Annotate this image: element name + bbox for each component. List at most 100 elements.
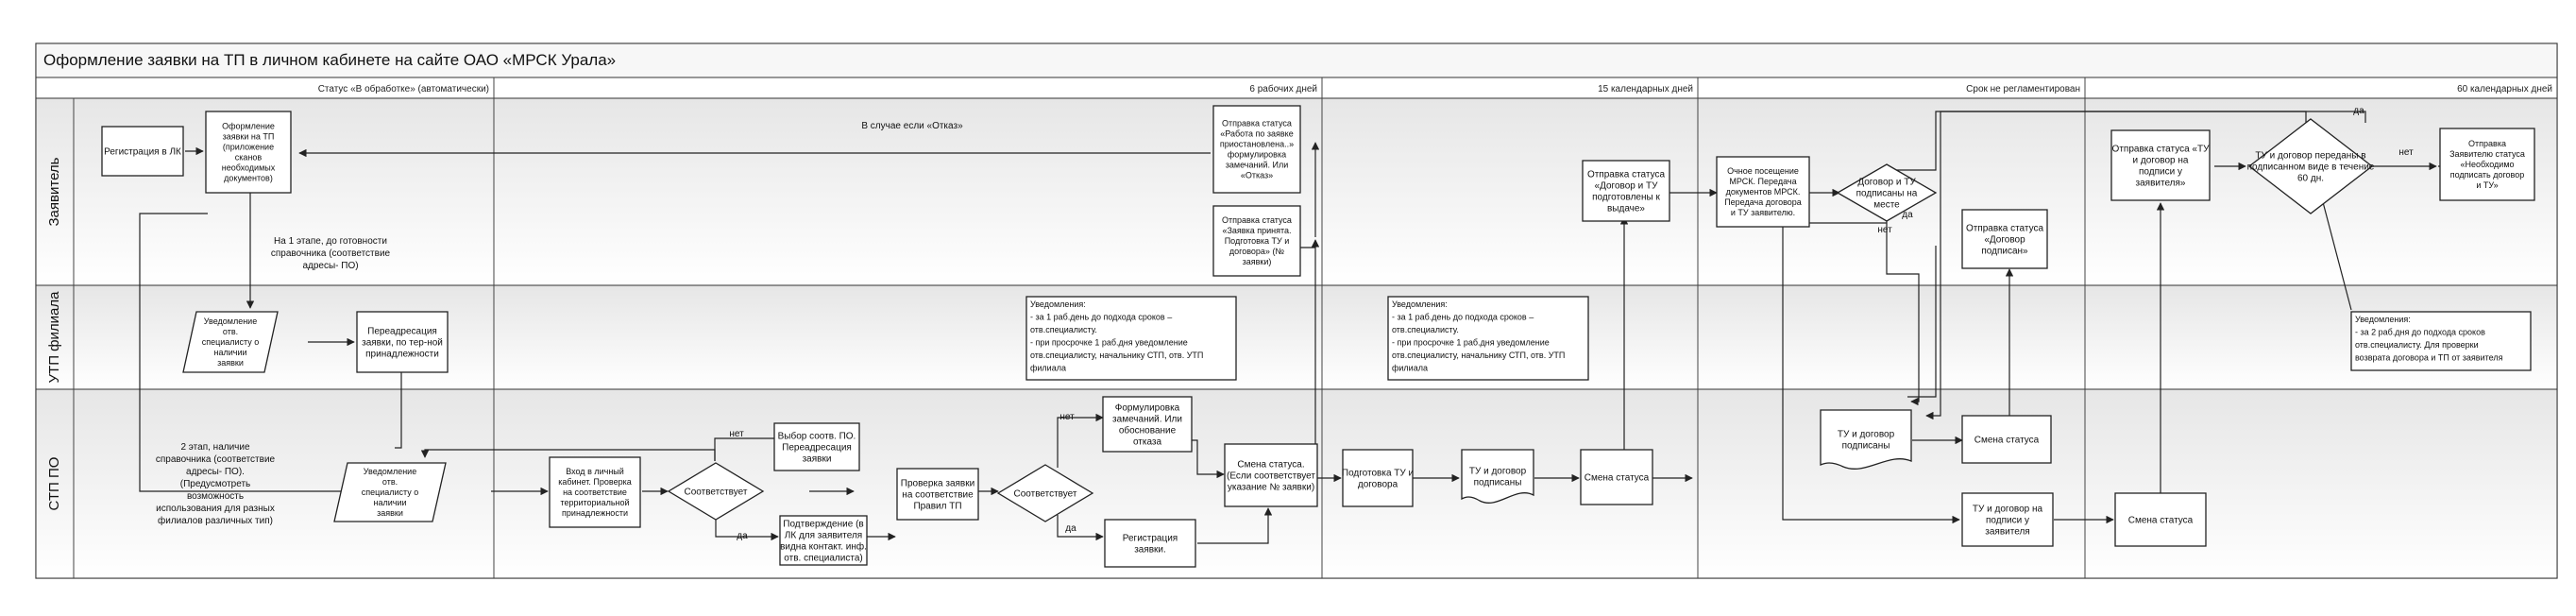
node-dec4-text-2: 60 дн. <box>2297 174 2324 184</box>
node-reg-lk-text-0: Регистрация в ЛК <box>104 147 181 158</box>
node-notify-stp-text-2: специалисту о <box>362 488 419 497</box>
node-choose-po-text-2: заявки <box>803 454 832 465</box>
note-note1-text-4: отв.специалисту, начальнику СТП, отв. УТ… <box>1030 351 1203 360</box>
node-notify-utp-text-4: заявки <box>217 358 244 368</box>
node-confirm-app-text-0: Подтверждение (в <box>783 520 863 530</box>
note-note3 <box>2350 311 2532 371</box>
node-form-app-text-2: (приложение <box>223 143 274 152</box>
phase-label-4: Срок не регламентирован <box>1966 84 2080 94</box>
label-stage2-text-1: справочника (соответствие <box>156 454 276 465</box>
node-enter-cabinet <box>549 456 641 528</box>
node-enter-cabinet-text-3: территориальной <box>560 498 629 507</box>
node-remarks-text-2: обоснование <box>1119 425 1177 436</box>
node-dec1 <box>667 462 765 521</box>
node-notify-stp-text-1: отв. <box>382 477 398 487</box>
node-notify-utp-text-3: наличии <box>214 348 247 357</box>
label-stage1-text-1: справочника (соответствие <box>271 248 391 259</box>
node-status-cancel <box>2439 128 2535 201</box>
label-no2: нет <box>1059 412 1075 422</box>
node-notify-utp-text-2: специалисту о <box>202 337 260 347</box>
node-dec3-text-0: Договор и ТУ <box>1857 178 1916 188</box>
label-stage2-text-5: использования для разных <box>156 504 275 514</box>
node-check-rules <box>896 468 979 521</box>
node-status-signed <box>1961 209 2048 269</box>
node-status-tu-sign-text-1: и договор на <box>2133 156 2189 166</box>
node-dec4-text-1: подписанном виде в течение <box>2247 163 2375 173</box>
node-prep-tu-text-0: Подготовка ТУ и <box>1342 469 1414 479</box>
node-tu-signed2-text-1: подписаны <box>1842 441 1890 452</box>
label-stage2-text-4: возможность <box>187 491 244 502</box>
note-note2-text-1: - за 1 раб.день до подхода сроков – <box>1392 313 1534 322</box>
node-prep-tu-text-1: договора <box>1358 480 1398 490</box>
node-confirm-app <box>779 515 868 566</box>
node-choose-po <box>773 422 860 471</box>
node-form-app-text-3: сканов <box>235 153 263 163</box>
node-dec2-text-0: Соответствует <box>1014 489 1077 500</box>
phase-label-1: Статус «В обработке» (автоматически) <box>318 83 489 94</box>
note-note2-text-3: - при просрочке 1 раб.дня уведомление <box>1392 338 1550 348</box>
node-form-app-text-5: документов) <box>224 174 273 183</box>
node-status-accepted-text-3: договора» (№ <box>1229 247 1285 256</box>
node-readdress-utp-text-1: заявки, по тер-ной <box>362 338 443 349</box>
node-confirm-app-text-2: видна контакт. инф. <box>780 541 867 553</box>
node-notify-stp-text-3: наличии <box>374 498 407 507</box>
note-note1-text-2: отв.специалисту. <box>1030 325 1097 334</box>
node-visit <box>1716 156 1810 228</box>
node-visit-text-0: Очное посещение <box>1727 166 1799 176</box>
lane-label-stp: СТП ПО <box>46 457 62 511</box>
node-reg-lk <box>101 126 184 177</box>
label-stage2-text-2: адресы- ПО). <box>186 467 245 477</box>
phase-label-2: 6 рабочих дней <box>1249 83 1317 94</box>
node-status-ready <box>1582 160 1670 222</box>
node-enter-cabinet-text-4: принадлежности <box>562 508 628 518</box>
label-no1: нет <box>729 429 744 439</box>
note-note2 <box>1387 296 1589 381</box>
node-status-ready-text-1: «Договор и ТУ <box>1595 181 1659 192</box>
node-dec4-text-0: ТУ и договор переданы в <box>2255 151 2365 162</box>
note-note3-text-2: отв.специалисту. Для проверки <box>2355 340 2479 350</box>
node-register-app-text-0: Регистрация <box>1123 534 1178 544</box>
note-note3-text-3: возврата договора и ТП от заявителя <box>2355 353 2503 363</box>
node-readdress-utp-text-2: принадлежности <box>365 350 439 360</box>
label-no3: нет <box>1877 225 1892 235</box>
node-status-signed-text-1: «Договор <box>1984 235 2025 246</box>
node-status-change3 <box>1961 415 2052 464</box>
node-readdress-utp <box>356 311 449 373</box>
node-form-app-text-1: заявки на ТП <box>223 132 275 142</box>
node-tu-to-sign-text-1: подписи у <box>1986 516 2029 526</box>
node-confirm-app-text-1: ЛК для заявителя <box>785 531 862 541</box>
node-status-accepted-text-2: Подготовка ТУ и <box>1225 236 1290 246</box>
node-status-cancel-text-2: «Необходимо <box>2460 160 2514 169</box>
note-note1-text-3: - при просрочке 1 раб.дня уведомление <box>1030 338 1188 348</box>
node-status-accepted <box>1212 205 1301 277</box>
node-dec1-text-0: Соответствует <box>685 488 748 498</box>
label-stage1-text-2: адресы- ПО) <box>302 261 358 271</box>
node-status-work-text-0: Отправка статуса <box>1222 119 1292 128</box>
node-confirm-app-text-3: отв. специалиста) <box>784 554 862 564</box>
label-yes2: да <box>1065 523 1076 534</box>
node-register-app <box>1104 519 1196 568</box>
node-tu-to-sign <box>1961 492 2054 547</box>
node-enter-cabinet-text-1: кабинет. Проверка <box>558 477 631 487</box>
note-note1-text-1: - за 1 раб.день до подхода сроков – <box>1030 313 1172 322</box>
node-status-cancel-text-1: Заявителю статуса <box>2449 149 2525 159</box>
lane-label-utp: УТП филиала <box>46 291 62 384</box>
node-visit-text-4: и ТУ заявителю. <box>1731 208 1795 217</box>
node-tu-to-sign-text-2: заявителя <box>1985 527 2029 538</box>
node-tu-signed-text-0: ТУ и договор <box>1469 467 1527 477</box>
label-stage2-text-0: 2 этап, наличие <box>180 442 250 453</box>
node-status-change1 <box>1224 443 1318 507</box>
node-status-change1-text-1: (Если соответствует <box>1227 471 1315 482</box>
node-status-change1-text-0: Смена статуса. <box>1237 460 1304 471</box>
node-visit-text-1: МРСК. Передача <box>1729 177 1796 186</box>
node-status-accepted-text-0: Отправка статуса <box>1222 215 1292 225</box>
label-yes1: да <box>737 531 748 541</box>
node-status-ready-text-2: подготовлены к <box>1592 193 1660 203</box>
node-status-work <box>1212 105 1301 194</box>
node-tu-signed <box>1461 449 1534 504</box>
node-check-rules-text-2: Правил ТП <box>913 502 961 512</box>
node-status-work-text-1: «Работа по заявке <box>1220 129 1293 139</box>
node-choose-po-text-0: Выбор соотв. ПО. <box>778 431 856 442</box>
node-status-change4 <box>2114 492 2207 547</box>
